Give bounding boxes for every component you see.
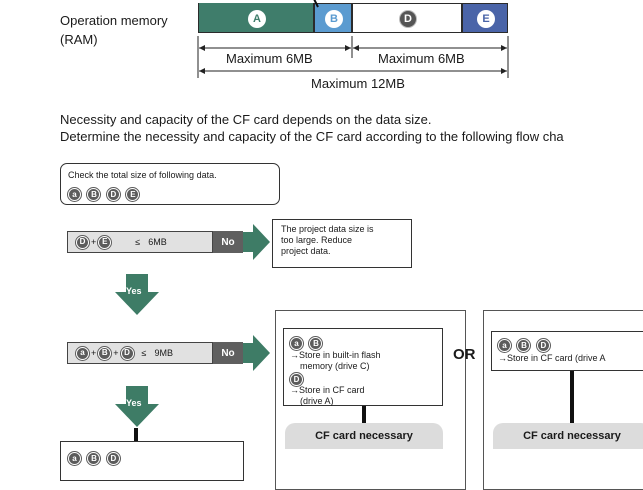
ram-segment-b-badge: B xyxy=(325,10,343,28)
no-arrow-1-icon xyxy=(243,224,270,260)
badge-d: D xyxy=(120,346,134,360)
badge-e: E xyxy=(98,235,112,249)
condition-1-limit: 6MB xyxy=(148,237,167,247)
badge-d: D xyxy=(106,452,120,466)
badge-a: a xyxy=(290,337,303,351)
option-a-connector xyxy=(362,406,366,423)
bottom-box: a B D xyxy=(60,441,244,481)
badge-e: E xyxy=(126,188,140,202)
option-a-store2-line1: →Store in CF card xyxy=(290,385,365,395)
yes-label-2: Yes xyxy=(126,398,142,408)
badge-b: B xyxy=(87,188,101,202)
badge-d: D xyxy=(76,235,89,249)
check-badges: a B D E xyxy=(68,186,141,204)
check-text: Check the total size of following data. xyxy=(68,170,217,180)
option-b-result: CF card necessary xyxy=(493,423,643,449)
yes-arrow-1-icon xyxy=(115,274,159,315)
badge-d: D xyxy=(290,373,303,386)
badge-b: B xyxy=(309,337,323,351)
error-text-line2: too large. Reduce xyxy=(281,235,353,245)
yes-arrow-2-icon xyxy=(115,386,159,427)
ram-bar: A B D E xyxy=(198,0,508,36)
dim-right-label: Maximum 6MB xyxy=(378,51,465,67)
no-label-1: No xyxy=(213,231,243,253)
connector-line xyxy=(134,428,138,441)
or-label: OR xyxy=(453,346,476,363)
ram-label-line1: Operation memory xyxy=(60,13,168,28)
badge-b: B xyxy=(98,346,112,360)
condition-2: a + B + D ≤ 9MB xyxy=(67,342,213,364)
ram-label: Operation memory (RAM) xyxy=(60,13,168,48)
option-b-connector xyxy=(570,371,574,423)
check-box: Check the total size of following data. … xyxy=(60,163,280,205)
option-a-store2-line2: (drive A) xyxy=(300,396,334,406)
option-a-store1-line2: memory (drive C) xyxy=(300,361,370,371)
plus-sign: + xyxy=(91,348,97,358)
condition-2-op: ≤ xyxy=(141,348,147,358)
plus-sign: + xyxy=(113,348,119,358)
option-a-store1-line1: →Store in built-in flash xyxy=(290,350,381,360)
ram-dimension-lines xyxy=(197,36,509,78)
yes-label-1: Yes xyxy=(126,286,142,296)
badge-b: B xyxy=(517,339,531,353)
option-b-box: a B D →Store in CF card (drive A xyxy=(491,331,643,371)
option-b-badges: a B D xyxy=(498,337,552,355)
condition-1: D + E ≤ 6MB xyxy=(67,231,213,253)
error-text: The project data size is too large. Redu… xyxy=(281,224,374,257)
ram-bar-pointer xyxy=(296,0,319,8)
option-a-store2: →Store in CF card (drive A) xyxy=(290,385,365,407)
error-text-line3: project data. xyxy=(281,246,331,256)
error-text-line1: The project data size is xyxy=(281,224,374,234)
option-a-result: CF card necessary xyxy=(285,423,443,449)
condition-2-limit: 9MB xyxy=(154,348,173,358)
badge-a: a xyxy=(76,346,89,360)
option-a-badges: a B xyxy=(290,335,324,353)
option-a-box: a B →Store in built-in flash memory (dri… xyxy=(283,328,443,406)
badge-d: D xyxy=(106,188,120,202)
badge-a: a xyxy=(68,452,81,466)
ram-label-line2: (RAM) xyxy=(60,32,98,47)
ram-segment-a-badge: A xyxy=(248,10,266,28)
badge-d: D xyxy=(536,339,550,353)
intro-line2: Determine the necessity and capacity of … xyxy=(60,129,564,144)
error-box: The project data size is too large. Redu… xyxy=(272,219,412,268)
dim-total-label: Maximum 12MB xyxy=(311,76,405,92)
bottom-badges: a B D xyxy=(68,450,122,468)
option-b-store: →Store in CF card (drive A xyxy=(498,353,606,363)
badge-a: a xyxy=(498,339,511,353)
dim-left-label: Maximum 6MB xyxy=(226,51,313,67)
condition-1-op: ≤ xyxy=(135,237,141,247)
option-a-store1: →Store in built-in flash memory (drive C… xyxy=(290,350,381,372)
badge-b: B xyxy=(87,452,101,466)
no-label-2: No xyxy=(213,342,243,364)
badge-a: a xyxy=(68,188,81,202)
no-arrow-2-icon xyxy=(243,335,270,371)
ram-segment-e-badge: E xyxy=(477,10,495,28)
ram-segment-e xyxy=(462,3,508,33)
ram-segment-d-badge: D xyxy=(399,10,417,28)
plus-sign: + xyxy=(91,237,97,247)
intro-line1: Necessity and capacity of the CF card de… xyxy=(60,112,432,127)
